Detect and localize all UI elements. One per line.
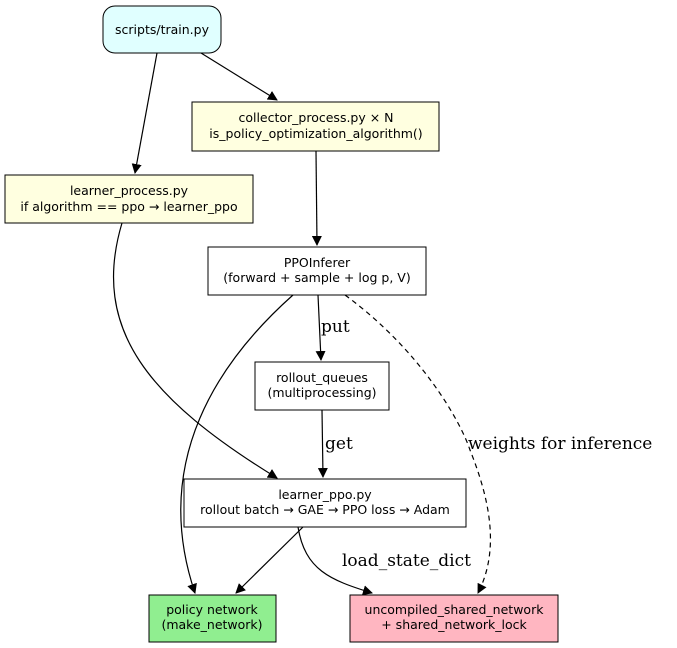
node-shared-network-line-2: + shared_network_lock [381,617,527,632]
edges [113,52,492,596]
node-ppoinferer-line-2: (forward + sample + log p, V) [223,270,410,285]
node-ppoinferer-line-1: PPOInferer [284,255,351,270]
node-learner-process-box [4,174,254,224]
node-learner-process: learner_process.py if algorithm == ppo →… [4,174,254,224]
node-learner-process-line-2: if algorithm == ppo → learner_ppo [20,199,237,214]
node-rollout-queues: rollout_queues (multiprocessing) [254,361,390,411]
node-train: scripts/train.py [102,5,222,54]
node-collector-line-1: collector_process.py × N [238,110,393,125]
node-policy-network-box [148,594,277,643]
node-learner-ppo: learner_ppo.py rollout batch → GAE → PPO… [183,478,467,528]
edge-train-to-collector [200,52,278,101]
node-rollout-queues-box [254,361,390,411]
node-ppoinferer: PPOInferer (forward + sample + log p, V) [207,246,427,296]
node-collector-line-2: is_policy_optimization_algorithm() [209,126,422,141]
edge-label-get: get [325,434,353,454]
node-train-box [102,5,222,54]
edge-collector-to-ppoinferer [311,150,322,246]
edge-label-weights-for-inference: weights for inference [468,434,652,454]
node-ppoinferer-box [207,246,427,296]
node-collector: collector_process.py × N is_policy_optim… [191,101,440,152]
edge-train-to-learner-process [131,52,158,174]
edge-learner-process-to-learner-ppo [113,222,278,479]
edge-learner-ppo-to-shared-network [297,526,373,596]
node-learner-ppo-box [183,478,467,528]
node-rollout-queues-line-1: rollout_queues [276,370,368,385]
node-policy-network-line-2: (make_network) [161,617,262,632]
node-learner-process-line-1: learner_process.py [70,183,189,198]
edge-ppoinferer-to-policy-network [180,294,294,594]
edge-ppoinferer-to-shared-network [344,294,492,594]
node-learner-ppo-line-1: learner_ppo.py [278,487,372,502]
node-policy-network-line-1: policy network [166,602,258,617]
node-shared-network: uncompiled_shared_network + shared_netwo… [349,594,559,643]
edge-label-put: put [321,317,350,337]
node-rollout-queues-line-2: (multiprocessing) [267,385,376,400]
node-learner-ppo-line-2: rollout batch → GAE → PPO loss → Adam [200,502,450,517]
node-shared-network-box [349,594,559,643]
edge-learner-ppo-to-policy-network [235,526,304,594]
edge-label-load-state-dict: load_state_dict [342,551,471,571]
edge-ppoinferer-to-rollout-queues [315,294,326,361]
edge-rollout-queues-to-learner-ppo [317,409,328,478]
node-collector-box [191,101,440,152]
node-shared-network-line-1: uncompiled_shared_network [365,602,545,617]
node-train-line-1: scripts/train.py [115,22,210,37]
node-policy-network: policy network (make_network) [148,594,277,643]
